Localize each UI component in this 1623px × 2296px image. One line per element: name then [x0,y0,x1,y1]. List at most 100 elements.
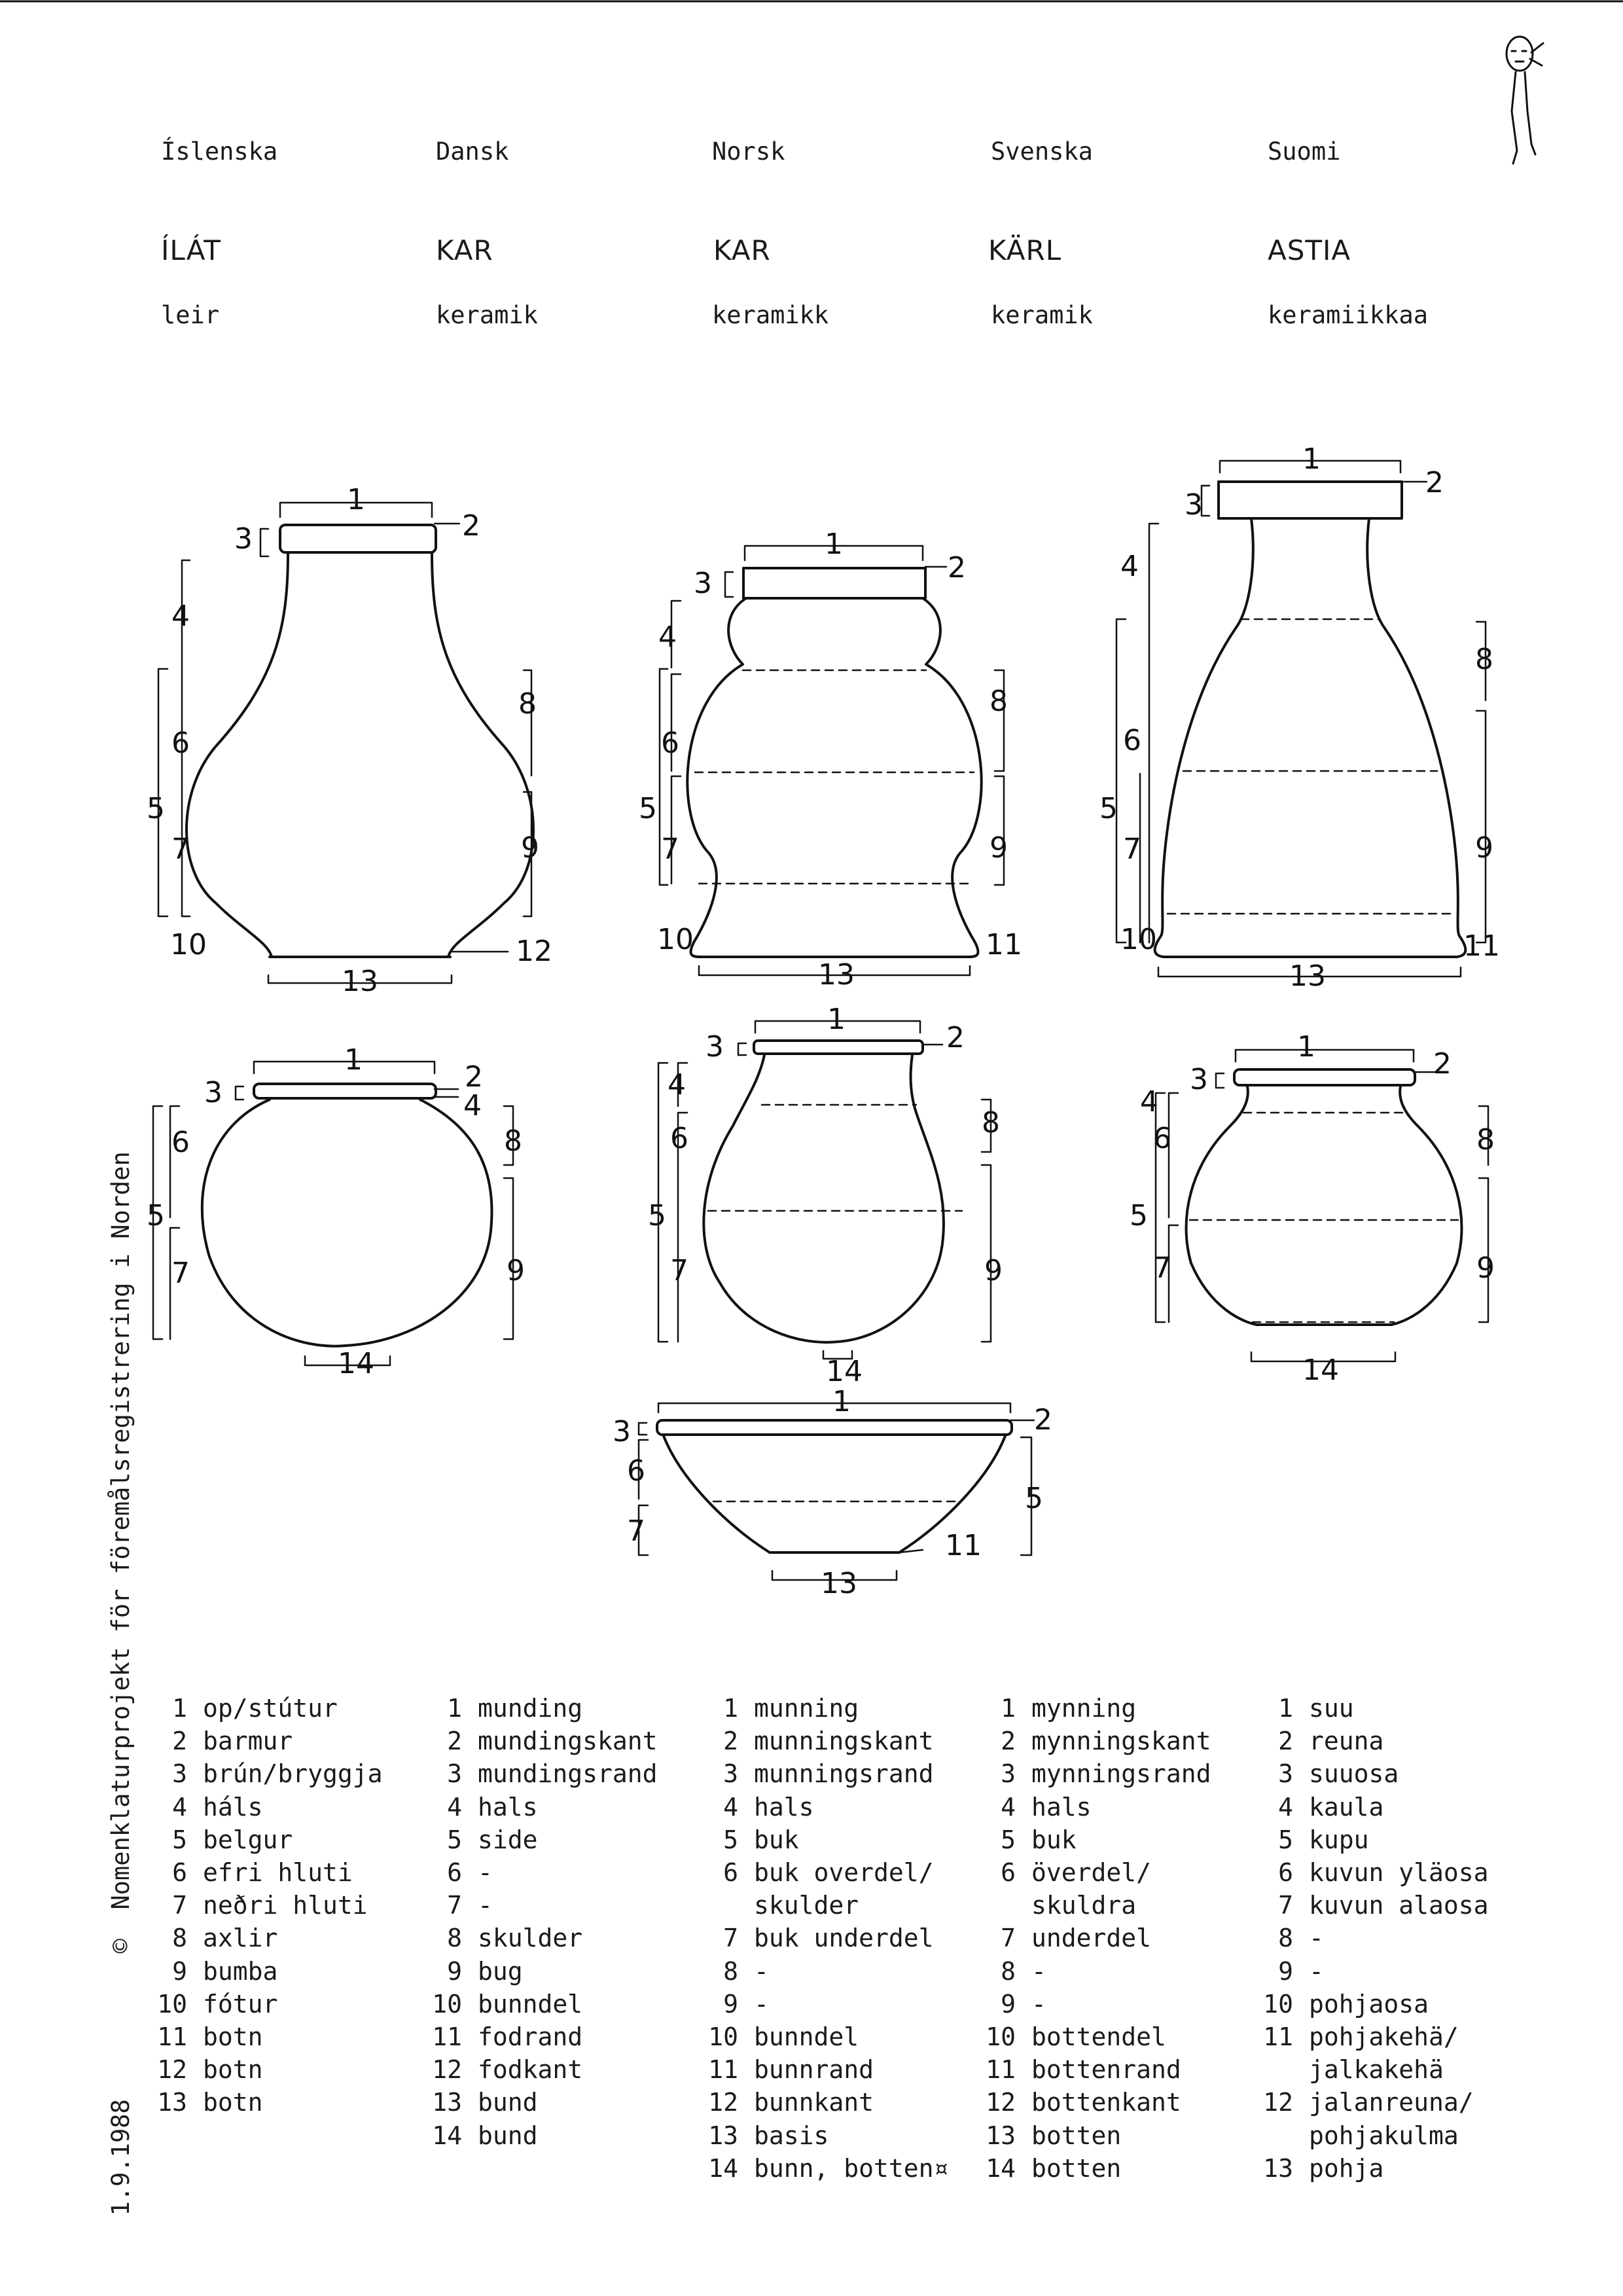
v3-label-9: 9 [1475,831,1493,865]
entry-term: bottendel [1031,2022,1166,2052]
entry-term: skuldra [1031,1891,1137,1920]
entry-number: 5 [723,1825,738,1854]
entry-term: háls [203,1792,263,1821]
entry-term: - [478,1891,493,1920]
entry-term: axlir [203,1924,278,1953]
entry-number: 13 [708,2121,738,2150]
entry-number: 7 [1001,1924,1016,1953]
glossary-entry: 7 neðri hluti [156,1889,383,1922]
v6-label-8: 8 [1476,1123,1495,1157]
v2-label-7: 7 [661,833,679,866]
entry-term: mundingskant [478,1727,658,1756]
entry-term: fodkant [478,2055,583,2085]
entry-number: 2 [1001,1727,1016,1756]
entry-term: bunn, botten¤ [754,2153,949,2183]
entry-term: - [478,1858,493,1888]
lang-icelandic: Íslenska [161,137,278,166]
entry-term: buk underdel [754,1924,934,1953]
entry-number: 7 [172,1891,187,1920]
glossary-entry: 4 háls [156,1791,383,1823]
entry-term: pohjakulma [1309,2121,1459,2150]
entry-term: belgur [203,1825,293,1854]
entry-term: skulder [754,1891,859,1920]
v6-label-3: 3 [1190,1063,1208,1096]
entry-number: 4 [172,1792,187,1821]
entry-number: 7 [447,1891,462,1920]
entry-number: 11 [157,2022,187,2052]
title-swedish: KÄRL [988,234,1062,266]
entry-term: - [1309,1924,1324,1953]
v6-label-5: 5 [1130,1199,1148,1232]
title-danish: KAR [436,234,493,266]
entry-number [1262,2053,1309,2086]
entry-term: neðri hluti [203,1891,368,1920]
v5-label-2: 2 [946,1021,965,1054]
v6-label-2: 2 [1433,1047,1452,1081]
entry-term: - [1309,1956,1324,1986]
entry-number: 9 [447,1956,462,1986]
vessel-1-dimensions [157,501,533,984]
v3-label-13: 13 [1289,960,1326,993]
entry-term: munningskant [754,1727,934,1756]
entry-term: munningsrand [754,1759,934,1789]
v2-label-3: 3 [694,567,712,600]
entry-number: 3 [1278,1759,1293,1789]
entry-number: 5 [1001,1825,1016,1854]
v3-label-10: 10 [1120,923,1157,956]
vessel-2-dimensions [658,545,1005,977]
entry-number: 10 [432,1989,462,2018]
entry-number: 4 [1278,1792,1293,1821]
entry-term: efri hluti [203,1858,353,1888]
glossary-entry: 2 munningskant [707,1725,948,1757]
entry-number: 14 [432,2121,462,2150]
entry-number: 3 [172,1759,187,1789]
v4-label-6: 6 [171,1126,190,1159]
v7-label-11: 11 [945,1529,982,1562]
entry-term: pohjaosa [1309,1989,1429,2018]
entry-number: 2 [723,1727,738,1756]
entry-term: mynningsrand [1031,1759,1211,1789]
v4-label-14: 14 [338,1347,374,1380]
entry-number: 4 [447,1792,462,1821]
entry-number: 7 [723,1924,738,1953]
v4-label-4: 4 [463,1089,482,1122]
entry-term: mynningskant [1031,1727,1211,1756]
entry-term: - [1031,1956,1046,1986]
entry-number: 11 [432,2022,462,2052]
entry-term: fótur [203,1989,278,2018]
glossary-entry: 5 buk [984,1823,1211,1856]
entry-term: buk [1031,1825,1077,1854]
title-finnish: ASTIA [1268,234,1351,266]
entry-term: barmur [203,1727,293,1756]
vessel-3-dimensions [1115,459,1487,978]
v1-label-4: 4 [171,600,190,633]
entry-term: bunnrand [754,2055,874,2085]
entry-term: överdel/ [1031,1858,1152,1888]
entry-number: 3 [723,1759,738,1789]
glossary-entry: 6- [431,1856,658,1889]
v2-label-11: 11 [986,928,1022,961]
glossary-entry: 8- [984,1955,1211,1988]
v3-label-2: 2 [1425,466,1444,499]
entry-term: bunndel [478,1989,583,2018]
entry-term: suuosa [1309,1759,1399,1789]
